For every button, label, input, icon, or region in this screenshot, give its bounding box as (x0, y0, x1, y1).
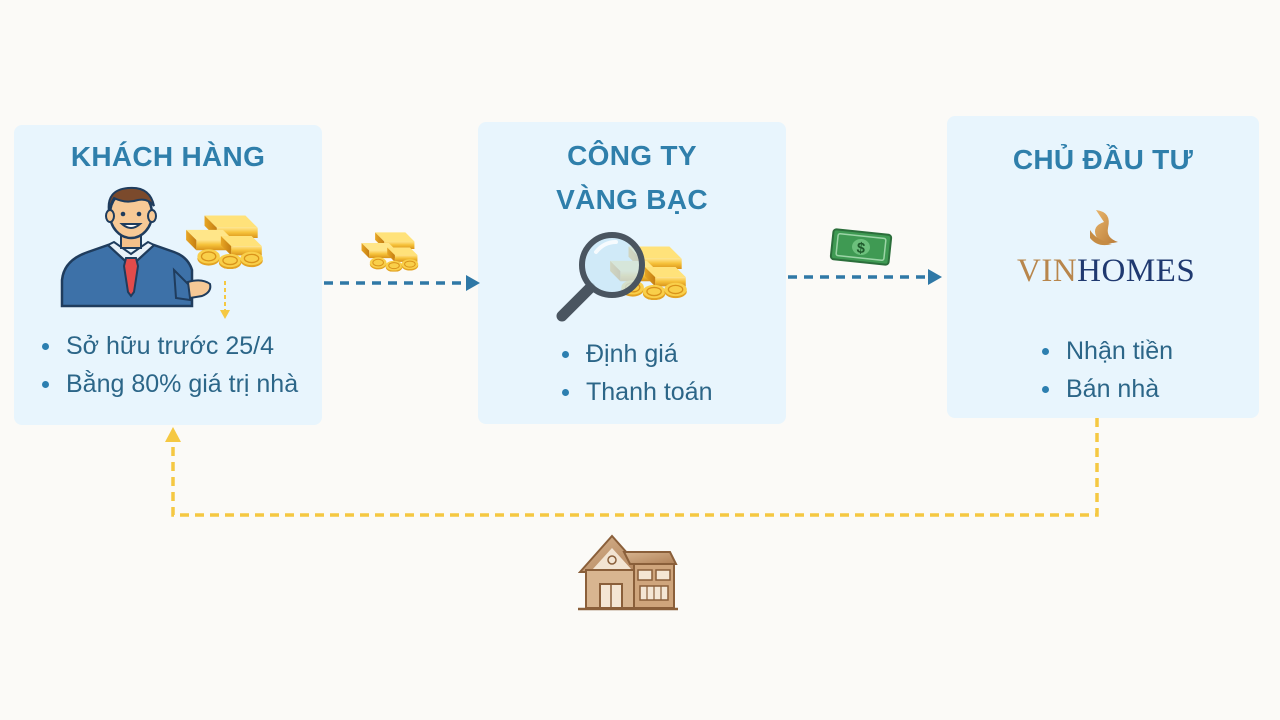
businessman-icon (60, 186, 212, 308)
list-item: Bằng 80% giá trị nhà (42, 365, 298, 403)
developer-box: CHỦ ĐẦU TƯ VINHOMES Nhận tiền Bán nhà (947, 116, 1259, 418)
list-item: Nhận tiền (1042, 332, 1173, 370)
vinhomes-logo: VINHOMES (1017, 251, 1195, 291)
drop-arrow-icon (220, 281, 230, 319)
list-item: Bán nhà (1042, 370, 1173, 408)
developer-title: CHỦ ĐẦU TƯ (1012, 144, 1194, 175)
magnifying-glass-icon (556, 232, 645, 322)
dollar-bill-icon: $ (829, 228, 893, 266)
list-item: Thanh toán (562, 373, 713, 411)
svg-text:$: $ (856, 240, 867, 258)
customer-bullet-list: Sở hữu trước 25/4 Bằng 80% giá trị nhà (42, 327, 298, 403)
logo-part-homes: HOMES (1077, 253, 1196, 289)
gold-company-title-line1: CÔNG TY (567, 140, 697, 171)
list-item: Sở hữu trước 25/4 (42, 327, 298, 365)
money-flow-arrow (788, 269, 942, 285)
vinhomes-swoosh-icon (1090, 210, 1118, 246)
customer-title: KHÁCH HÀNG (70, 141, 266, 172)
gold-company-bullet-list: Định giá Thanh toán (562, 335, 713, 411)
gold-company-box: CÔNG TY VÀNG BẠC Định giá Thanh toán (478, 122, 786, 424)
list-item: Định giá (562, 335, 713, 373)
developer-bullet-list: Nhận tiền Bán nhà (1042, 332, 1173, 408)
customer-box: KHÁCH HÀNG (14, 125, 322, 425)
gold-flow-arrow (324, 275, 480, 291)
house-icon (578, 534, 678, 611)
gold-company-title-line2: VÀNG BẠC (556, 184, 708, 215)
logo-part-vin: VIN (1017, 253, 1078, 289)
